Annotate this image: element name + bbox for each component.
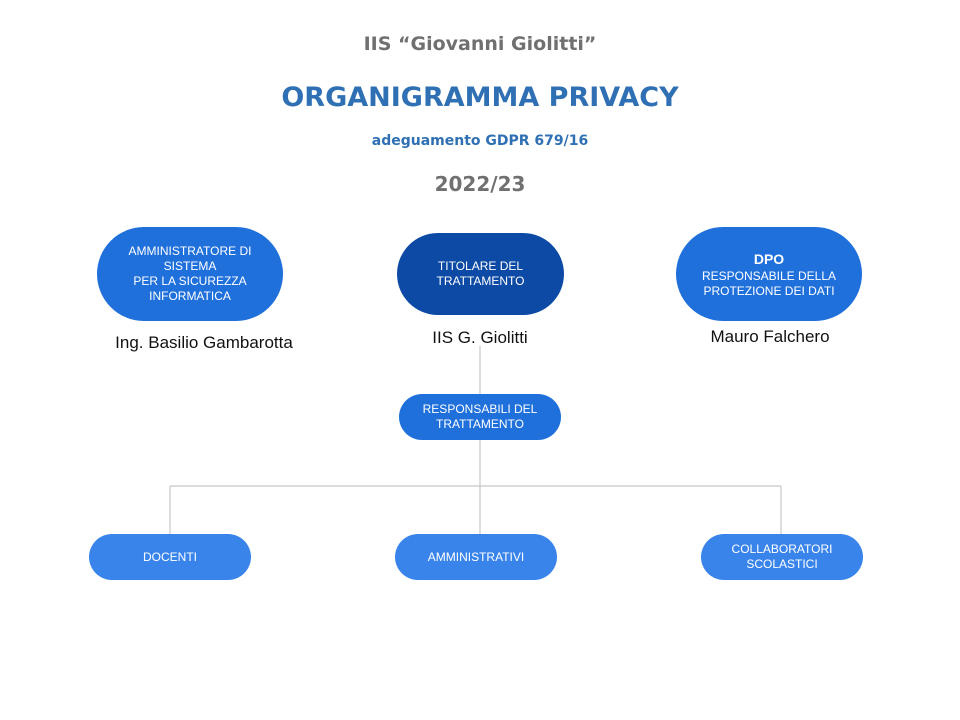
dpo-heading: DPO [753,250,785,267]
node-label-line: PROTEZIONE DEI DATI [703,283,835,298]
school-name: IIS “Giovanni Giolitti” [363,33,597,55]
node-label-line: INFORMATICA [149,289,231,303]
page-subtitle: adeguamento GDPR 679/16 [371,133,589,149]
node-amministratore-di-sistema: AMMINISTRATORE DI SISTEMA PER LA SICUREZ… [97,227,283,321]
node-responsabili-del-trattamento: RESPONSABILI DEL TRATTAMENTO [399,394,561,440]
node-label-line: AMMINISTRATIVI [427,549,525,564]
node-label-line: RESPONSABILE DELLA [701,268,837,283]
admin-person-name: Ing. Basilio Gambarotta [115,333,293,352]
node-amministrativi: AMMINISTRATIVI [395,534,557,580]
dpo-person-name: Mauro Falchero [710,327,830,346]
node-label-line: TRATTAMENTO [436,417,524,431]
node-label-line: PER LA SICUREZZA [133,274,247,288]
node-label-line: TITOLARE DEL [437,259,524,273]
page-title: ORGANIGRAMMA PRIVACY [281,82,679,113]
node-collaboratori-scolastici: COLLABORATORI SCOLASTICI [701,534,863,580]
node-label-line: AMMINISTRATORE DI [128,244,252,258]
node-label-line: DOCENTI [143,549,197,564]
school-year: 2022/23 [434,172,526,196]
node-label-line: COLLABORATORI [731,542,833,556]
node-titolare-del-trattamento: TITOLARE DEL TRATTAMENTO [397,233,564,315]
titolare-entity-name: IIS G. Giolitti [432,328,528,347]
node-label-line: TRATTAMENTO [436,274,525,288]
node-dpo: DPO RESPONSABILE DELLA PROTEZIONE DEI DA… [676,227,862,321]
node-label-line: SCOLASTICI [746,557,818,571]
node-label-line: SISTEMA [163,259,217,273]
node-docenti: DOCENTI [89,534,251,580]
node-label-line: RESPONSABILI DEL [422,402,538,416]
